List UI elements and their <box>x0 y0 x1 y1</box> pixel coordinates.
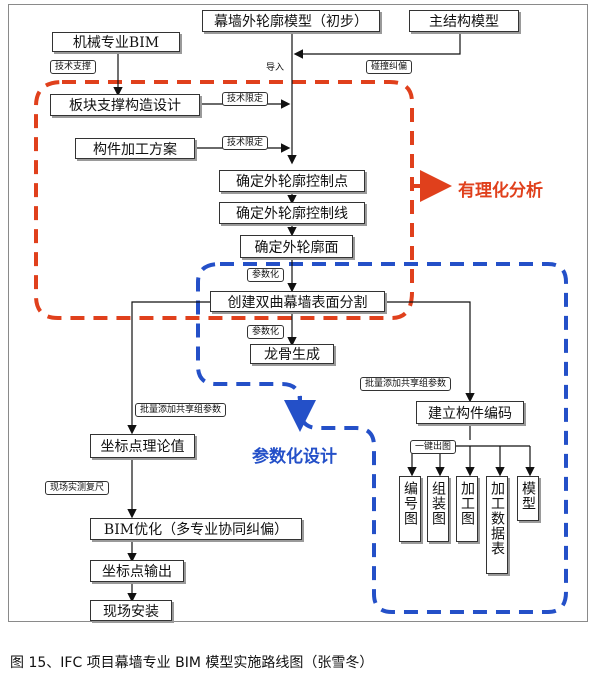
coord-theory-box: 坐标点理论值 <box>90 434 195 458</box>
main-structure-box: 主结构模型 <box>409 10 519 32</box>
tag-param-1: 参数化 <box>247 268 285 282</box>
parametric-zone-label: 参数化设计 <box>252 447 337 467</box>
mech-bim-box: 机械专业BIM <box>52 32 180 52</box>
output-numbering-box: 编号图 <box>399 476 421 542</box>
rational-zone-border <box>34 80 414 320</box>
output-model-box: 模型 <box>517 476 539 521</box>
tag-tech-limit-1: 技术限定 <box>222 92 269 106</box>
outline-surface-box: 确定外轮廓面 <box>240 235 353 258</box>
component-code-box: 建立构件编码 <box>416 401 524 424</box>
surface-split-box: 创建双曲幕墙表面分割 <box>210 291 385 312</box>
coord-output-box: 坐标点输出 <box>90 560 184 582</box>
output-assembly-box: 组装图 <box>427 476 449 542</box>
output-process-data-box: 加工数据表 <box>486 476 508 574</box>
rational-zone-label: 有理化分析 <box>458 181 543 201</box>
component-process-box: 构件加工方案 <box>75 138 195 159</box>
parametric-zone-border <box>196 262 568 614</box>
tag-batch-add-1: 批量添加共享组参数 <box>360 377 452 391</box>
tag-batch-add-2: 批量添加共享组参数 <box>135 403 227 417</box>
tag-tech-limit-2: 技术限定 <box>222 136 269 150</box>
tag-param-2: 参数化 <box>247 325 285 339</box>
tag-tech-support: 技术支撑 <box>50 60 97 74</box>
bim-optimize-box: BIM优化（多专业协同纠偏） <box>90 518 302 540</box>
figure-caption: 图 15、IFC 项目幕墙专业 BIM 模型实施路线图（张雪冬） <box>10 655 374 671</box>
control-points-box: 确定外轮廓控制点 <box>219 170 365 192</box>
tag-import: 导入 <box>266 63 285 73</box>
tag-collision: 碰撞纠偏 <box>366 60 413 74</box>
output-processing-box: 加工图 <box>456 476 478 542</box>
curtain-outline-box: 幕墙外轮廓模型（初步） <box>202 10 380 32</box>
site-install-box: 现场安装 <box>90 600 172 621</box>
keel-box: 龙骨生成 <box>250 344 334 364</box>
tag-site-survey: 现场实测复尺 <box>45 481 110 495</box>
panel-support-box: 板块支撑构造设计 <box>50 94 200 116</box>
tag-one-click: 一键出图 <box>410 440 457 454</box>
control-lines-box: 确定外轮廓控制线 <box>219 202 365 224</box>
